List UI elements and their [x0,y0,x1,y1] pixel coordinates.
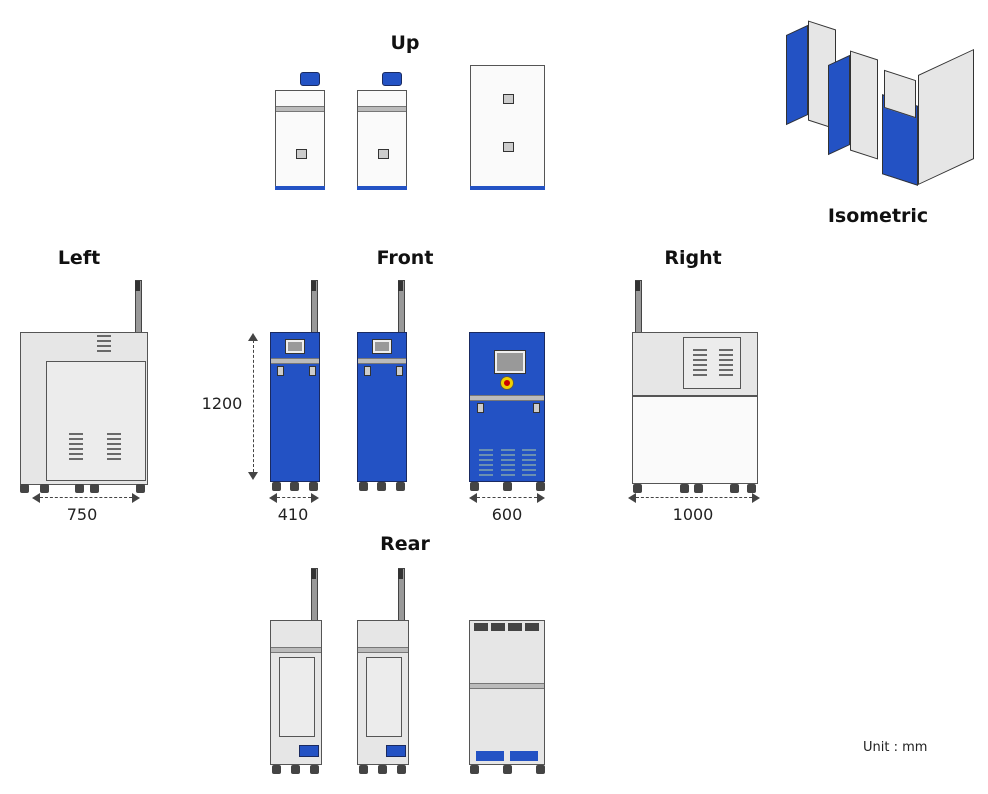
view-label-rear: Rear [380,533,430,555]
unit-note: Unit : mm [863,740,928,755]
view-label-left: Left [57,247,101,269]
view-label-front: Front [376,247,434,269]
view-label-isometric: Isometric [827,205,929,227]
view-label-up: Up [390,32,420,54]
view-label-right: Right [664,247,722,269]
